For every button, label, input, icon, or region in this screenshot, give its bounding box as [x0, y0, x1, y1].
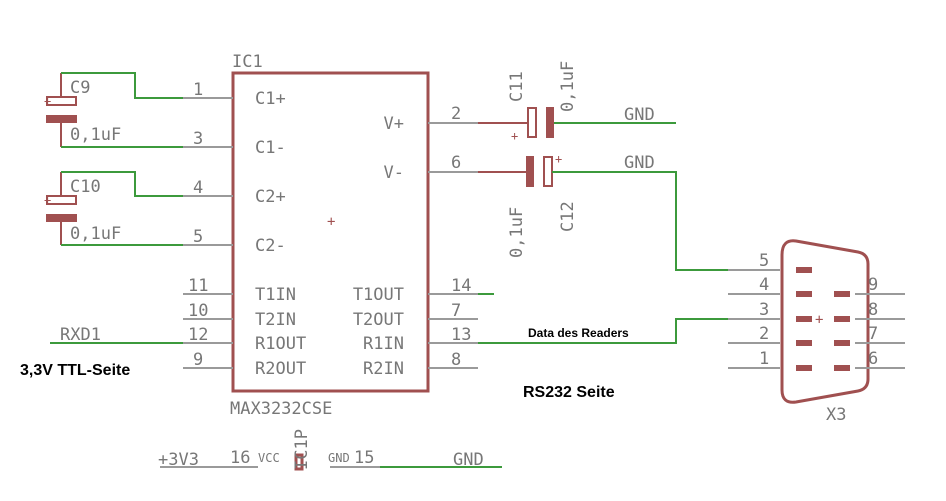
gnd-label-mid: GND — [624, 153, 655, 173]
vcc-pin-name: VCC — [258, 451, 280, 465]
gnd-pin-name: GND — [328, 451, 350, 465]
ic1p-ref: IC1P — [292, 429, 312, 470]
pin-num-11: 11 — [188, 276, 208, 296]
db9-left-pins — [728, 269, 780, 369]
pin-num-4: 4 — [193, 178, 203, 198]
ic1-left-pins — [183, 97, 233, 369]
pin-num-14: 14 — [451, 276, 471, 296]
db9-pin-7: 7 — [868, 324, 878, 344]
pin-name-r1out: R1OUT — [255, 334, 306, 354]
pin-name-c2m: C2- — [255, 236, 286, 256]
pin-num-3: 3 — [193, 129, 203, 149]
pin-name-r2out: R2OUT — [255, 359, 306, 379]
pin-name-vminus: V- — [384, 163, 404, 183]
gnd-label-bottom: GND — [453, 450, 484, 470]
db9-right-pins — [855, 293, 905, 369]
pin-name-c2p: C2+ — [255, 187, 286, 207]
ic1-right-pins — [428, 122, 478, 369]
wire-r1in-db9 — [478, 318, 728, 344]
db9-shell — [780, 239, 870, 404]
capacitor-c11: + — [478, 107, 554, 143]
ic1-origin-mark: + — [327, 214, 335, 230]
c9-polarity-mark: + — [44, 94, 51, 108]
c10-ref: C10 — [70, 177, 101, 197]
ttl-side-note: 3,3V TTL-Seite — [20, 362, 130, 379]
db9-contacts — [796, 267, 850, 371]
c12-ref: C12 — [558, 201, 578, 232]
ic1-body — [231, 71, 430, 393]
wire-c9-pin1 — [61, 72, 183, 99]
data-des-readers-note: Data des Readers — [528, 326, 629, 340]
gnd-label-top: GND — [624, 105, 655, 125]
pin-name-r2in: R2IN — [363, 359, 404, 379]
c9-value: 0,1uF — [70, 125, 121, 145]
ic1-part-number: MAX3232CSE — [230, 399, 332, 419]
pin-name-r1in: R1IN — [363, 334, 404, 354]
pin-name-t1out: T1OUT — [353, 285, 404, 305]
db9-origin-mark: + — [815, 312, 823, 328]
pin-name-t2in: T2IN — [255, 310, 296, 330]
pin-num-12: 12 — [188, 325, 208, 345]
rs232-side-note: RS232 Seite — [523, 384, 615, 401]
pin-num-2: 2 — [451, 104, 461, 124]
pin-num-1: 1 — [193, 80, 203, 100]
db9-pin-6: 6 — [868, 349, 878, 369]
vcc-pin-number: 16 — [230, 448, 250, 468]
pin-num-9: 9 — [193, 350, 203, 370]
capacitor-c9: + — [44, 73, 77, 147]
capacitor-c10: + — [44, 172, 77, 245]
pin-num-5: 5 — [193, 227, 203, 247]
c11-polarity-mark: + — [511, 129, 518, 143]
pin-name-vplus: V+ — [384, 114, 404, 134]
pin-name-t2out: T2OUT — [353, 310, 404, 330]
c12-value: 0,1uF — [507, 207, 527, 258]
pin-num-7: 7 — [451, 301, 461, 321]
c9-ref: C9 — [70, 78, 90, 98]
pin-num-6: 6 — [451, 153, 461, 173]
capacitor-c12: + — [478, 152, 562, 187]
rxd1-net-label: RXD1 — [60, 325, 101, 345]
wire-c12-gnd-db9 — [552, 171, 728, 271]
db9-pin-3: 3 — [759, 300, 769, 320]
db9-pin-8: 8 — [868, 300, 878, 320]
c11-value: 0,1uF — [558, 61, 578, 112]
gnd-pin-number: 15 — [354, 448, 374, 468]
pin-name-c1m: C1- — [255, 138, 286, 158]
pin-num-10: 10 — [188, 301, 208, 321]
wire-c10-pin4 — [61, 171, 183, 197]
db9-pin-2: 2 — [759, 324, 769, 344]
db9-pin-9: 9 — [868, 275, 878, 295]
pin-name-c1p: C1+ — [255, 89, 286, 109]
db9-pin-4: 4 — [759, 275, 769, 295]
ic1-ref: IC1 — [232, 52, 263, 72]
pin-name-t1in: T1IN — [255, 285, 296, 305]
pin-num-13: 13 — [451, 325, 471, 345]
c12-polarity-mark: + — [555, 152, 562, 166]
db9-pin-5: 5 — [759, 251, 769, 271]
db9-ref: X3 — [826, 405, 846, 425]
supply-label: +3V3 — [158, 450, 199, 470]
pin-num-8: 8 — [451, 350, 461, 370]
power-symbol-body — [294, 453, 304, 471]
c11-ref: C11 — [507, 71, 527, 102]
c10-value: 0,1uF — [70, 224, 121, 244]
c10-polarity-mark: + — [44, 193, 51, 207]
db9-pin-1: 1 — [759, 349, 769, 369]
